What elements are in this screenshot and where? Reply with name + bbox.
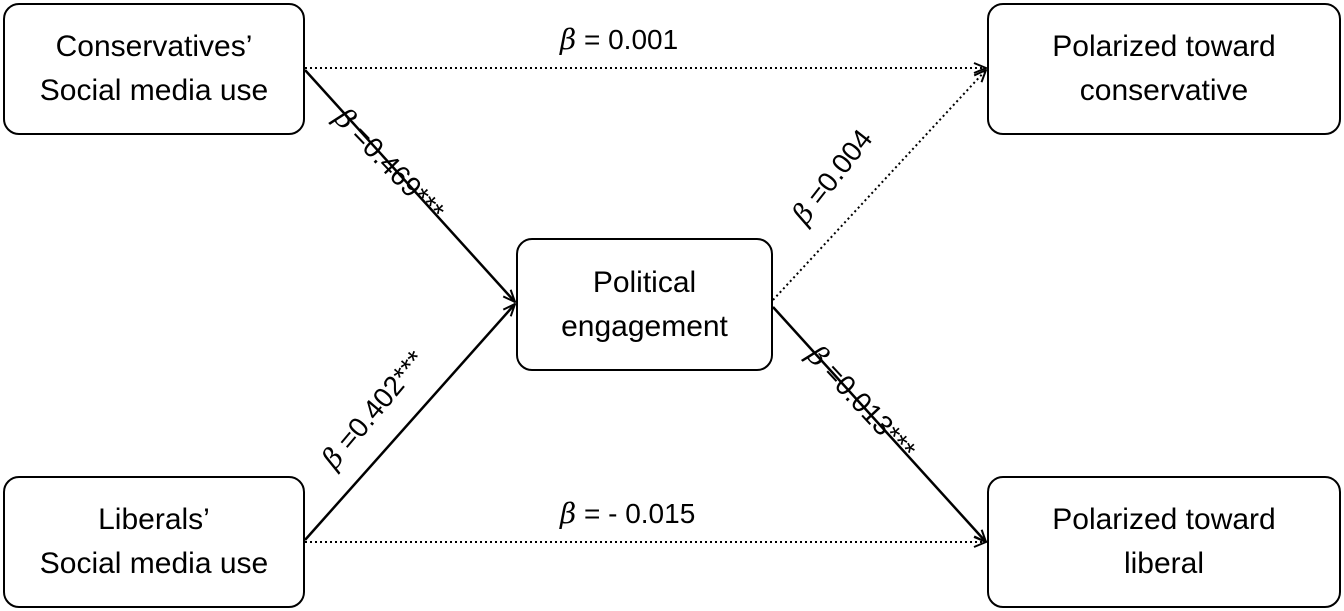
node-label: Polarized toward <box>1052 30 1276 63</box>
arrow-engagement-to-cons <box>772 70 986 301</box>
coefficient-value: = - 0.015 <box>576 498 696 529</box>
node-label: Polarized toward <box>1052 503 1276 536</box>
arrow-lib-to-engagement <box>304 304 515 541</box>
node-political-engagement: Political engagement <box>516 238 773 371</box>
node-label: Social media use <box>39 74 269 107</box>
node-liberals-social-media-use: Liberals’ Social media use <box>3 476 305 608</box>
coefficient-lib-direct: β = - 0.015 <box>560 497 695 530</box>
node-conservatives-social-media-use: Conservatives’ Social media use <box>3 3 305 135</box>
node-label: Conservatives’ <box>55 30 253 63</box>
arrow-engagement-to-lib <box>772 306 986 542</box>
node-label: Liberals’ <box>98 503 210 536</box>
arrow-cons-to-engagement <box>304 69 515 302</box>
beta-symbol: β <box>560 497 577 530</box>
node-label: engagement <box>561 309 728 343</box>
coefficient-value: = 0.001 <box>576 24 679 55</box>
node-label: conservative <box>1079 74 1249 107</box>
node-label: Social media use <box>39 547 269 580</box>
node-polarized-toward-liberal: Polarized toward liberal <box>987 476 1341 608</box>
node-polarized-toward-conservative: Polarized toward conservative <box>987 3 1341 135</box>
coefficient-cons-direct: β = 0.001 <box>560 23 678 56</box>
beta-symbol: β <box>560 23 577 56</box>
node-label: Political <box>592 265 697 299</box>
node-label: liberal <box>1123 547 1205 580</box>
